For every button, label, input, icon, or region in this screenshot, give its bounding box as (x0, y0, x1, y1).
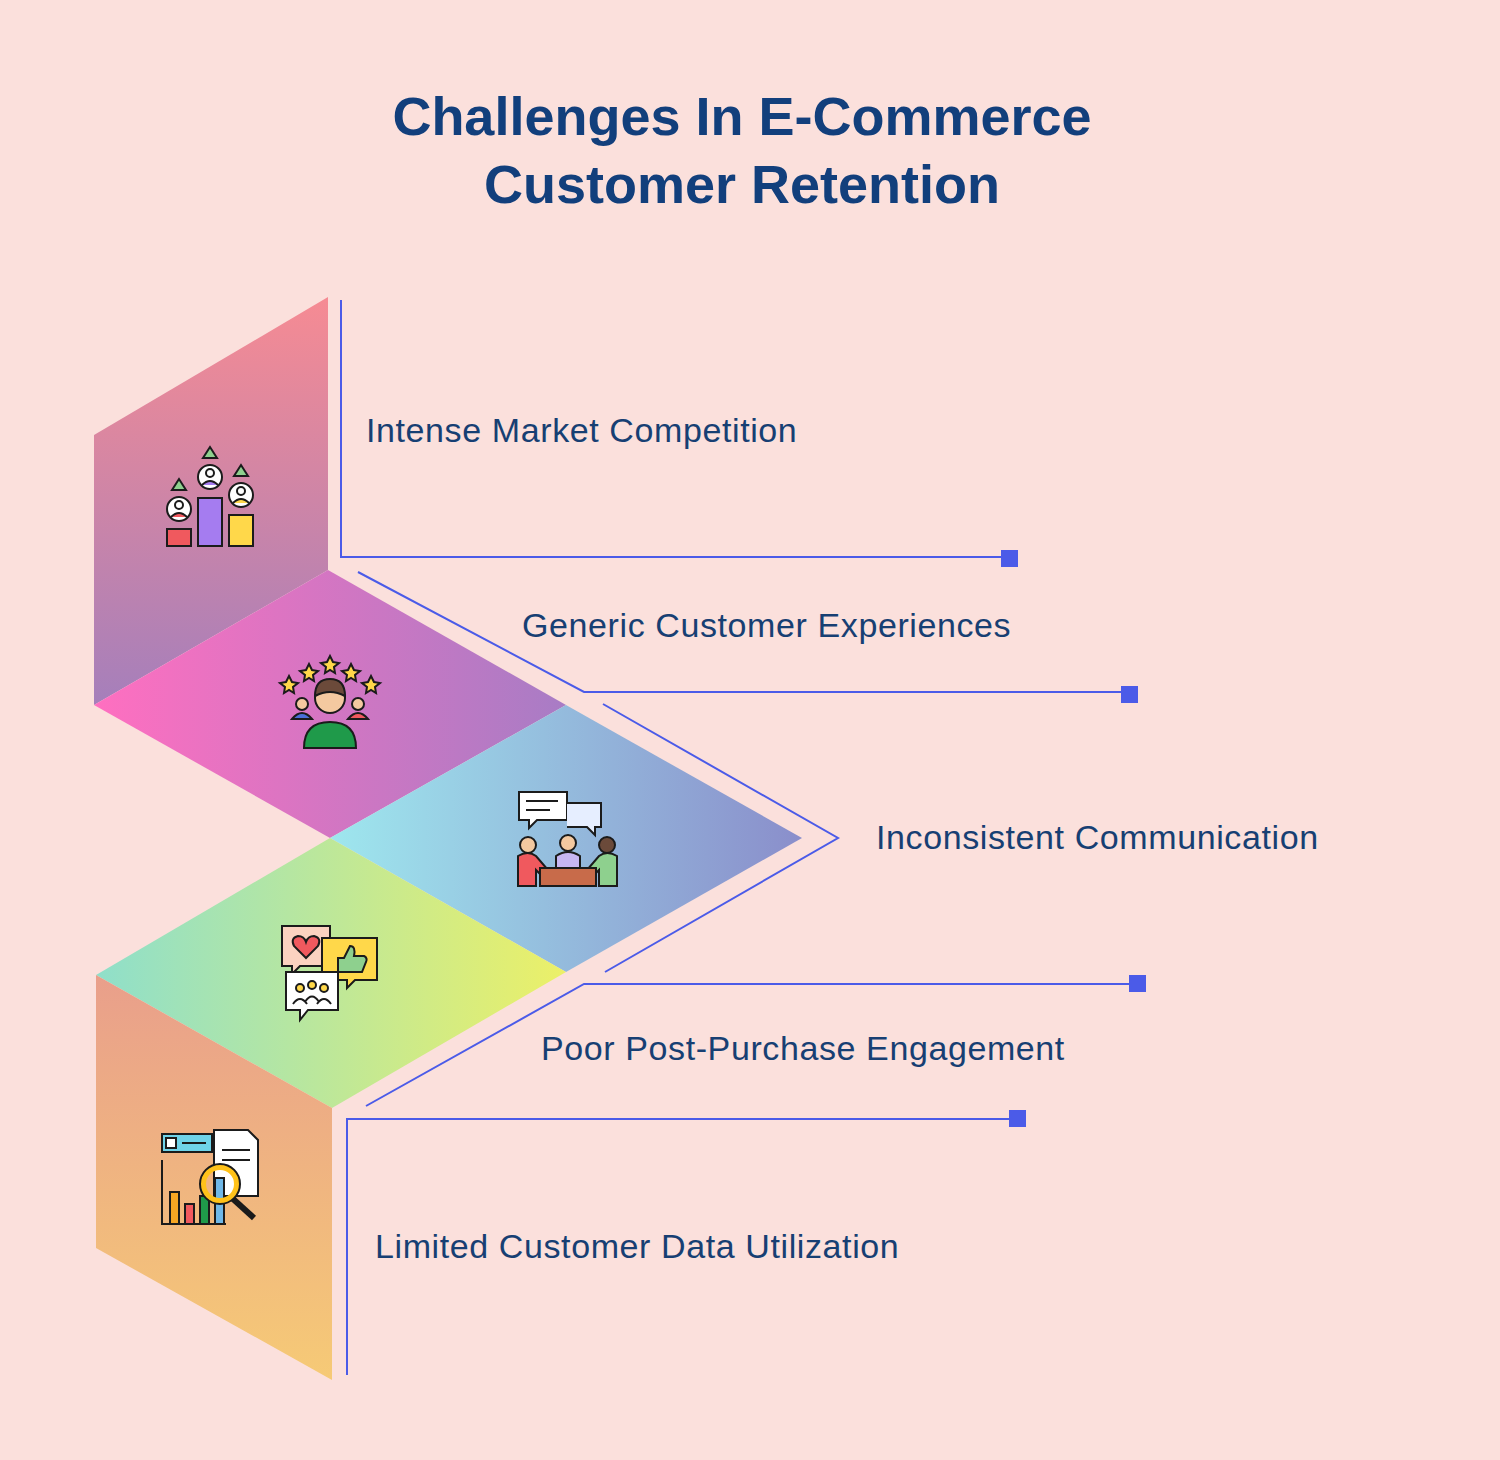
analysis-icon (162, 1130, 258, 1224)
feedback-icon (282, 926, 377, 1020)
leader-end (1009, 1110, 1026, 1127)
leader-line (347, 1119, 1017, 1375)
challenge-label: Generic Customer Experiences (522, 605, 1011, 645)
title: Challenges In E-Commerce Customer Retent… (322, 82, 1162, 218)
challenge-label: Intense Market Competition (366, 410, 797, 450)
zigzag-panels (94, 297, 802, 1380)
panel (96, 975, 332, 1380)
challenge-label: Inconsistent Communication (876, 817, 1319, 857)
leader-end (1001, 550, 1018, 567)
leader-line (358, 572, 1129, 692)
leader-line (341, 300, 1009, 557)
rating-icon (280, 656, 380, 748)
challenge-label: Poor Post-Purchase Engagement (541, 1028, 1065, 1068)
ranking-icon (167, 447, 253, 546)
leader-line (366, 984, 1137, 1106)
leader-end (1129, 975, 1146, 992)
leader-end (1121, 686, 1138, 703)
leader-line (603, 704, 838, 972)
meeting-icon (518, 792, 617, 886)
challenge-label: Limited Customer Data Utilization (375, 1226, 899, 1266)
